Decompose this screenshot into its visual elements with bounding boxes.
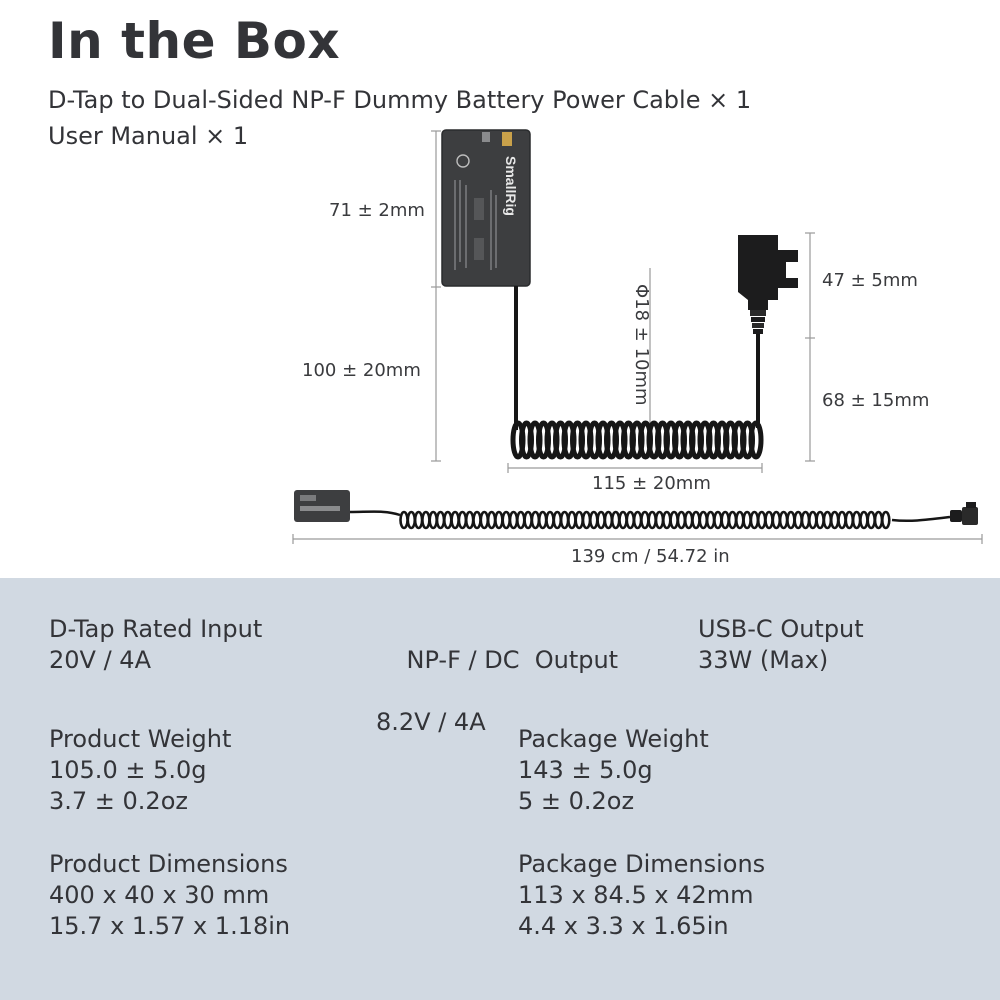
spec-value: 113 x 84.5 x 42mm [518,881,754,909]
spec-value: 8.2V / 4A [376,708,486,736]
spec-value: 105.0 ± 5.0g [49,756,207,784]
spec-package-weight: Package Weight 143 ± 5.0g 5 ± 0.2oz [518,724,709,817]
spec-value: 33W (Max) [698,646,829,674]
coiled-cable [510,286,764,460]
spec-label: Product Weight [49,725,232,753]
dim-coil-diameter: Φ18 ± 10mm [631,284,652,406]
box-item-cable: D-Tap to Dual-Sided NP-F Dummy Battery P… [48,86,752,114]
dim-coil-length: 115 ± 20mm [592,473,711,494]
spec-value: 143 ± 5.0g [518,756,653,784]
spec-value: 4.4 x 3.3 x 1.65in [518,912,729,940]
dim-total-length: 139 cm / 54.72 in [571,546,730,567]
spec-label: Package Dimensions [518,850,766,878]
spec-label: USB-C Output [698,615,864,643]
dim-battery-height: 71 ± 2mm [329,200,425,221]
spec-package-dimensions: Package Dimensions 113 x 84.5 x 42mm 4.4… [518,849,765,942]
spec-value: 15.7 x 1.57 x 1.18in [49,912,291,940]
spec-label: Package Weight [518,725,709,753]
npf-dummy-battery: SmallRig [441,129,531,287]
spec-dtap-input: D-Tap Rated Input 20V / 4A [49,614,262,676]
battery-brand-label: SmallRig [503,156,519,216]
spec-value: 400 x 40 x 30 mm [49,881,270,909]
spec-value: 20V / 4A [49,646,151,674]
box-item-manual: User Manual × 1 [48,122,249,150]
spec-label: Product Dimensions [49,850,288,878]
spec-product-weight: Product Weight 105.0 ± 5.0g 3.7 ± 0.2oz [49,724,231,817]
spec-label: D-Tap Rated Input [49,615,263,643]
full-length-cable [294,490,978,530]
dim-cable-to-coil: 100 ± 20mm [302,360,421,381]
spec-product-dimensions: Product Dimensions 400 x 40 x 30 mm 15.7… [49,849,290,942]
dtap-connector [738,235,798,334]
spec-usbc-output: USB-C Output 33W (Max) [698,614,864,676]
page-title: In the Box [48,12,341,70]
dim-dtap-plug: 47 ± 5mm [822,270,918,291]
product-diagram: SmallRig [292,129,983,544]
spec-label: NP-F / DC Output [406,646,619,674]
specs-panel: D-Tap Rated Input 20V / 4A NP-F / DC Out… [0,578,1000,1000]
spec-value: 3.7 ± 0.2oz [49,787,188,815]
dim-dtap-cable: 68 ± 15mm [822,390,930,411]
spec-value: 5 ± 0.2oz [518,787,635,815]
spec-npf-output: NP-F / DC Output 8.2V / 4A [376,614,618,800]
